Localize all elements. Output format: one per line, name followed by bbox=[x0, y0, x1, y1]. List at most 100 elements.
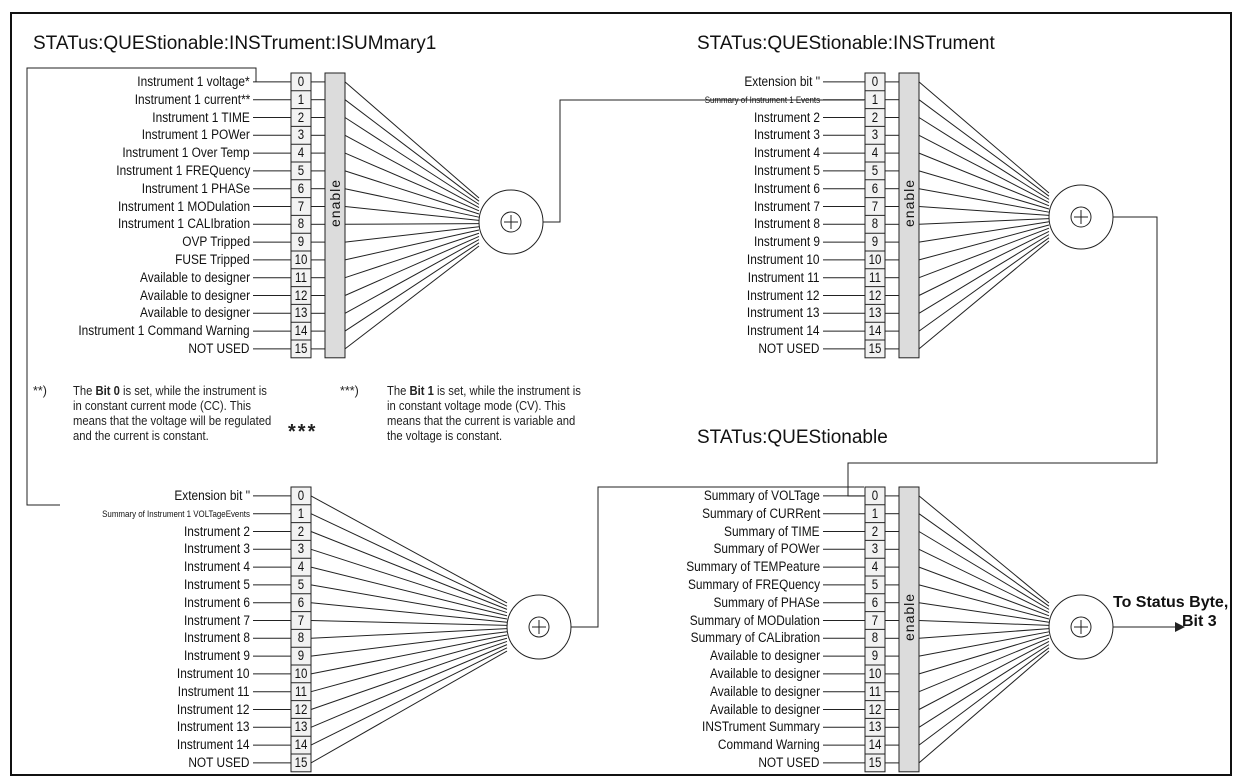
panel-d-bit-1: 1 bbox=[871, 505, 879, 521]
panel-a-row-label: NOT USED bbox=[188, 340, 250, 356]
note-1-prefix: The bbox=[73, 384, 96, 398]
panel-a-fan-wire bbox=[344, 229, 480, 261]
wire-b-to-d bbox=[847, 216, 1158, 497]
panel-c-row-label: Instrument 12 bbox=[177, 701, 250, 717]
panel-c-row-label: Instrument 8 bbox=[183, 630, 250, 646]
panel-a-row-label: Available to designer bbox=[139, 305, 250, 321]
panel-c-fan-wire bbox=[310, 650, 508, 764]
diagram-frame bbox=[10, 12, 1232, 776]
panel-d-row-label: Summary of POWer bbox=[713, 541, 820, 557]
panel-a-fan-wire bbox=[344, 134, 480, 209]
panel-b-row-label: NOT USED bbox=[758, 340, 820, 356]
panel-a-bit-1: 1 bbox=[297, 91, 305, 107]
panel-d-enable-label: enable bbox=[901, 593, 917, 642]
panel-a-enable-box bbox=[324, 72, 346, 359]
panel-d-row-label: Summary of CALibration bbox=[690, 630, 820, 646]
panel-c-fan-wire bbox=[310, 602, 508, 623]
panel-d-fan-wire bbox=[918, 584, 1050, 620]
panel-b-row-label: Instrument 9 bbox=[753, 234, 820, 250]
panel-d-row-label: Summary of TIME bbox=[724, 523, 820, 539]
panel-b-row-label: Instrument 10 bbox=[747, 251, 820, 267]
panel-b-fan-wire bbox=[918, 218, 1050, 225]
panel-d-bit-0: 0 bbox=[871, 487, 879, 503]
wire-a-to-b bbox=[543, 99, 864, 223]
panel-a-row-label: Instrument 1 MODulation bbox=[117, 198, 250, 214]
panel-d-fan-wire bbox=[918, 637, 1050, 693]
panel-d-bit-3: 3 bbox=[871, 541, 879, 557]
panel-b-row-label: Instrument 5 bbox=[753, 162, 820, 178]
panel-d-fan-wire bbox=[918, 531, 1050, 610]
wire-c-to-d bbox=[571, 486, 864, 628]
panel-c-row-label: Instrument 7 bbox=[183, 612, 250, 628]
panel-d-row-label: Available to designer bbox=[709, 683, 820, 699]
panel-a-fan-wire bbox=[344, 117, 480, 205]
panel-a-row-label: Instrument 1 PHASe bbox=[141, 180, 250, 196]
panel-a-bit-9: 9 bbox=[297, 234, 305, 250]
panel-c-fan-wire bbox=[310, 634, 508, 675]
output-label-line-1: To Status Byte, bbox=[1113, 594, 1229, 611]
note-stars: *** bbox=[288, 421, 318, 443]
note-2-marker: ***) bbox=[340, 384, 359, 398]
panel-d-bit-4: 4 bbox=[871, 559, 879, 575]
panel-b-row-label: Instrument 13 bbox=[747, 305, 820, 321]
panel-b-title: STATus:QUEStionable:INSTrument bbox=[697, 33, 995, 54]
note-2-bold: Bit 1 bbox=[409, 384, 434, 398]
panel-b-fan-wire bbox=[918, 99, 1050, 197]
panel-a-row-label: Available to designer bbox=[139, 287, 250, 303]
panel-b-bit-2: 2 bbox=[871, 109, 879, 125]
panel-a-row-label: Instrument 1 FREQuency bbox=[115, 162, 250, 178]
panel-d-bit-6: 6 bbox=[871, 594, 879, 610]
panel-b-fan-wire bbox=[918, 81, 1050, 194]
panel-b-fan-wire bbox=[918, 230, 1050, 296]
panel-c-bit-3: 3 bbox=[297, 541, 305, 557]
panel-c-row-label: Instrument 2 bbox=[183, 523, 250, 539]
panel-c-fan-wire bbox=[310, 637, 508, 693]
panel-d-fan-wire bbox=[918, 628, 1050, 639]
panel-d-title: STATus:QUEStionable bbox=[697, 427, 888, 448]
panel-a-bit-15: 15 bbox=[294, 340, 308, 356]
panel-a-title: STATus:QUEStionable:INSTrument:ISUMmary1 bbox=[33, 33, 437, 54]
panel-b-bit-15: 15 bbox=[868, 340, 882, 356]
panel-a-bit-0: 0 bbox=[297, 73, 305, 89]
panel-c-fan-wire bbox=[310, 628, 508, 639]
panel-c-fan-wire bbox=[310, 566, 508, 617]
panel-b-bit-0: 0 bbox=[871, 73, 879, 89]
panel-a-row-label: Instrument 1 Over Temp bbox=[122, 145, 250, 161]
panel-d-bit-14: 14 bbox=[868, 737, 882, 753]
panel-a-fan-wire bbox=[344, 242, 480, 332]
panel-b-fan-wire bbox=[918, 206, 1050, 216]
panel-d-row-label: Available to designer bbox=[709, 648, 820, 664]
panel-c-bit-11: 11 bbox=[295, 683, 307, 699]
panel-c-subtext: Summary of Instrument 1 VOLTageEvents bbox=[102, 508, 250, 519]
note-1-marker: **) bbox=[33, 384, 47, 398]
panel-b-row-label: Instrument 8 bbox=[753, 216, 820, 232]
note-2-text: is set, while the instrument is in const… bbox=[387, 384, 581, 443]
panel-d-row-label: INSTrument Summary bbox=[702, 719, 820, 735]
panel-d-bit-11: 11 bbox=[869, 683, 881, 699]
panel-c-row-label: NOT USED bbox=[188, 754, 250, 770]
panel-c-fan-wire bbox=[310, 647, 508, 746]
panel-c-fan-wire bbox=[310, 620, 508, 626]
panel-a-row-label: FUSE Tripped bbox=[175, 251, 250, 267]
panel-b-subtext: Summary of Instrument 1 Events bbox=[704, 94, 820, 105]
panel-d-row-label: NOT USED bbox=[758, 754, 820, 770]
panel-c-row-label: Instrument 9 bbox=[183, 648, 250, 664]
panel-a-row-label: Instrument 1 CALIbration bbox=[117, 216, 250, 232]
panel-a-bit-3: 3 bbox=[297, 127, 305, 143]
note-1-bold: Bit 0 bbox=[95, 384, 120, 398]
panel-a-bit-12: 12 bbox=[294, 287, 308, 303]
panel-c-row-label: Instrument 14 bbox=[177, 737, 250, 753]
panel-d-fan-wire bbox=[918, 548, 1050, 614]
panel-d-fan-wire bbox=[918, 566, 1050, 617]
panel-b-fan-wire bbox=[918, 240, 1050, 350]
panel-d-fan-wire bbox=[918, 647, 1050, 746]
panel-b-fan-wire bbox=[918, 234, 1050, 314]
panel-b-fan-wire bbox=[918, 152, 1050, 207]
panel-c-fan-wire bbox=[310, 513, 508, 607]
panel-c-bit-5: 5 bbox=[297, 576, 305, 592]
panel-b-bit-14: 14 bbox=[868, 323, 882, 339]
panel-b-row-label: Instrument 11 bbox=[748, 269, 820, 285]
panel-b-row-label: Instrument 12 bbox=[747, 287, 820, 303]
panel-b-fan-wire bbox=[918, 170, 1050, 210]
